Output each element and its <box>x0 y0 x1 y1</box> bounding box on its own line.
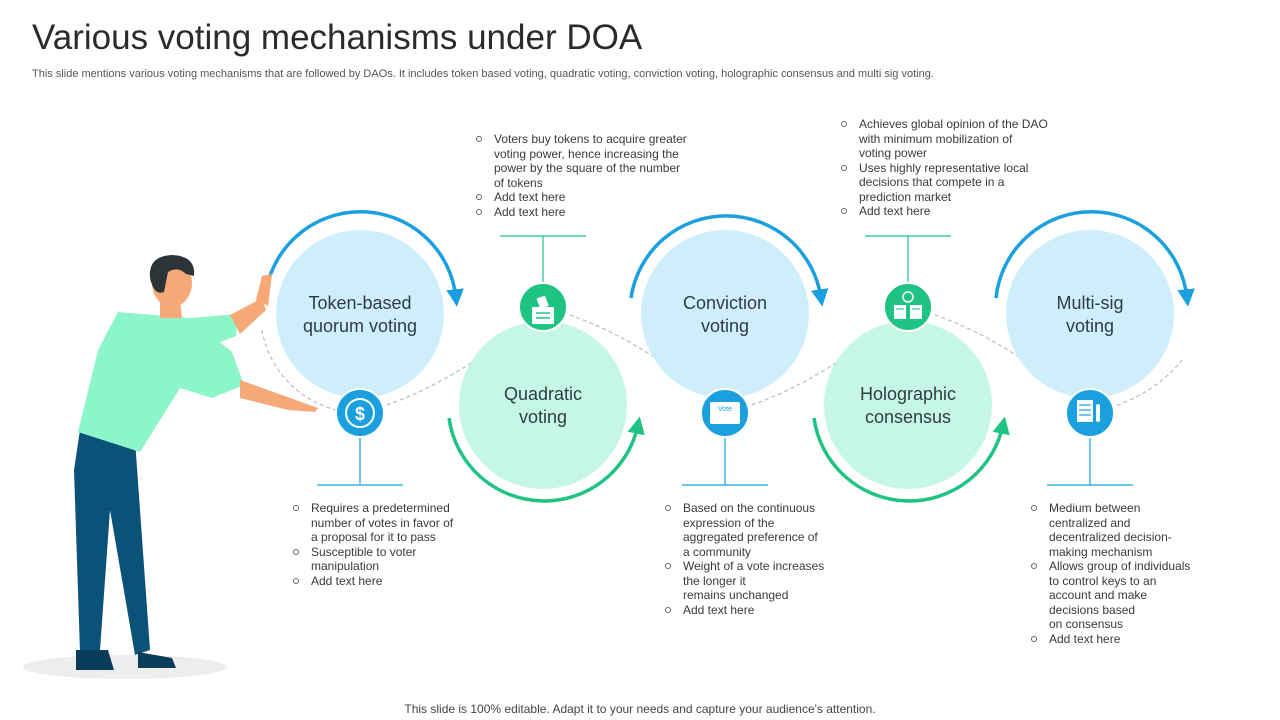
dollar-coin-icon: $ <box>345 398 375 428</box>
bullet-item: Add text here <box>292 574 482 589</box>
circle-holographic <box>824 321 992 489</box>
approved-documents-icon <box>894 291 922 319</box>
circle-conviction <box>641 230 809 398</box>
circle-label-quadratic: Quadratic voting <box>468 383 618 429</box>
circle-label-multi-sig: Multi-sig voting <box>1015 292 1165 338</box>
label-line: voting <box>700 316 750 336</box>
page-subtitle: This slide mentions various voting mecha… <box>32 68 934 80</box>
label-line: consensus <box>864 407 952 427</box>
label-line: Quadratic <box>503 384 583 404</box>
text-connector-lines <box>317 437 1133 486</box>
label-line: voting <box>518 407 568 427</box>
bullet-item: Add text here <box>475 205 715 220</box>
bullet-item: Add text here <box>664 603 864 618</box>
circle-multi-sig <box>1006 230 1174 398</box>
icon-disc-dollar <box>335 388 385 438</box>
circle-label-holographic: Holographic consensus <box>833 383 983 429</box>
icon-disc-documents <box>883 282 933 332</box>
label-line: voting <box>1065 316 1115 336</box>
label-line: Conviction <box>682 293 768 313</box>
dashed-connector <box>1089 359 1183 414</box>
arrow-arc <box>629 214 829 307</box>
circle-token-based <box>276 230 444 398</box>
label-line: Holographic <box>859 384 957 404</box>
server-key-icon <box>1077 400 1100 422</box>
footer-note: This slide is 100% editable. Adapt it to… <box>404 702 876 716</box>
vote-ticket-icon: Vote <box>710 402 740 424</box>
arrow-arc <box>263 210 464 307</box>
svg-text:$: $ <box>355 404 365 424</box>
circle-label-token-based: Token-based quorum voting <box>285 292 435 338</box>
text-connector-lines-green <box>500 235 951 283</box>
bullet-item: Add text here <box>840 204 1080 219</box>
circle-quadratic <box>459 321 627 489</box>
arrow-arc <box>812 416 1010 503</box>
label-line: Token-based <box>308 293 412 313</box>
label-line: Multi-sig <box>1056 293 1124 313</box>
arrow-arc <box>994 210 1195 307</box>
circle-label-conviction: Conviction voting <box>650 292 800 338</box>
arrow-arc <box>447 416 645 503</box>
vote-ticket-text: Vote <box>718 406 732 413</box>
person-illustration <box>23 255 318 679</box>
bullet-item: Add text here <box>475 190 715 205</box>
label-line: quorum voting <box>302 316 418 336</box>
ballot-box-icon <box>532 295 554 324</box>
bullet-item: Add text here <box>1030 632 1230 647</box>
page-title: Various voting mechanisms under DOA <box>32 18 643 57</box>
